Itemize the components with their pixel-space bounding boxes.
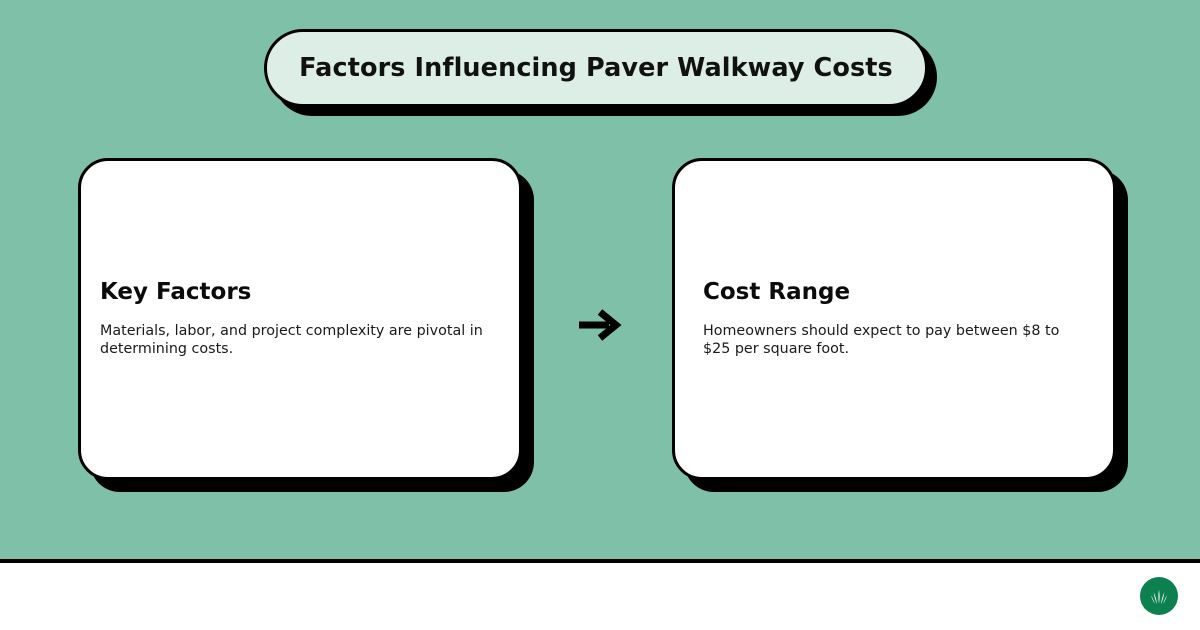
card-body: Key Factors Materials, labor, and projec… — [81, 161, 519, 477]
title-banner: Factors Influencing Paver Walkway Costs — [264, 29, 928, 107]
grass-logo-icon — [1140, 577, 1178, 615]
card-key-factors: Key Factors Materials, labor, and projec… — [78, 158, 522, 480]
card-description: Homeowners should expect to pay between … — [703, 322, 1060, 358]
card-heading: Key Factors — [100, 279, 252, 306]
page-title: Factors Influencing Paver Walkway Costs — [299, 52, 893, 83]
card-body: Cost Range Homeowners should expect to p… — [675, 161, 1113, 477]
footer-bar — [0, 563, 1200, 630]
card-heading: Cost Range — [703, 279, 851, 306]
card-cost-range: Cost Range Homeowners should expect to p… — [672, 158, 1116, 480]
stage-divider — [0, 559, 1200, 563]
arrow-right-icon — [575, 303, 623, 347]
card-description: Materials, labor, and project complexity… — [100, 322, 483, 358]
